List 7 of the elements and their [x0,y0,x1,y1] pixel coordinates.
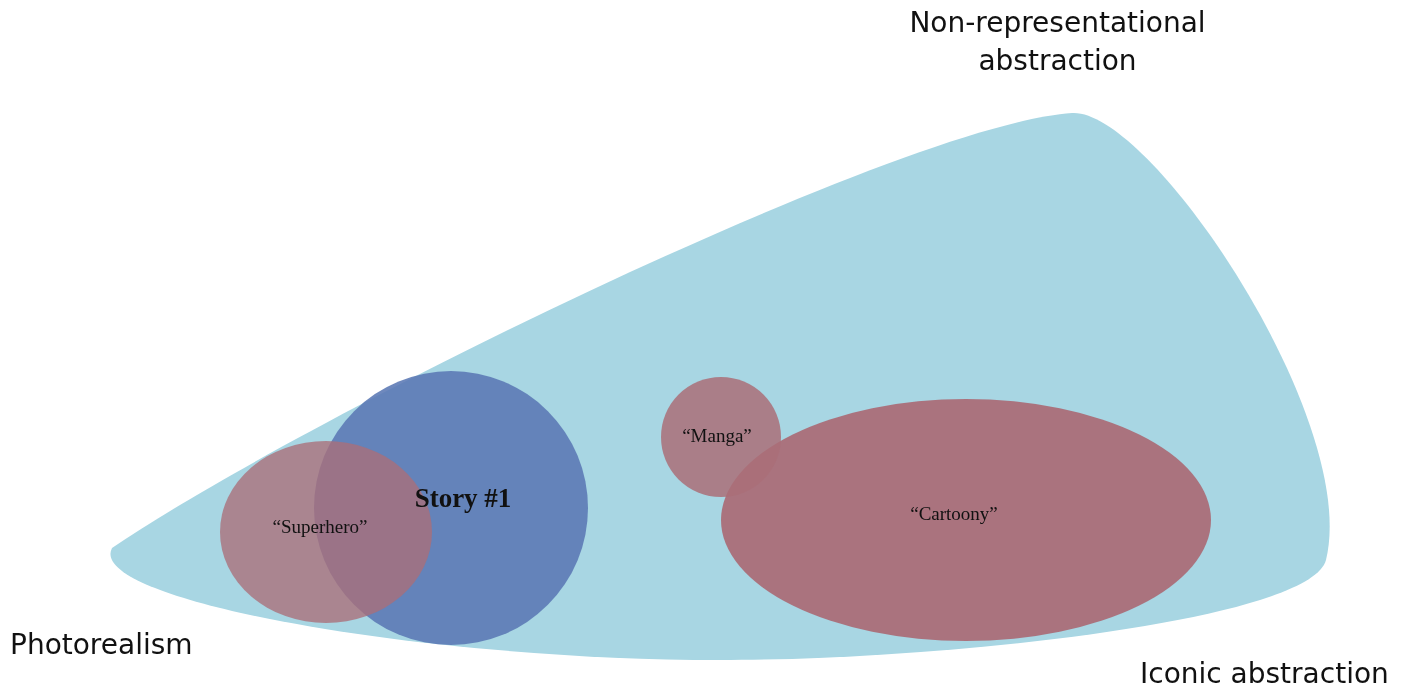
category-label: “Superhero” [272,516,368,538]
category-label: “Manga” [682,425,752,447]
axis-label: Photorealism [10,627,194,663]
category-label: “Cartoony” [910,503,998,525]
axis-label: Non-representational abstraction [908,5,1207,79]
axis-label: Iconic abstraction [1140,656,1390,690]
title-text: Story #1 [414,482,512,514]
